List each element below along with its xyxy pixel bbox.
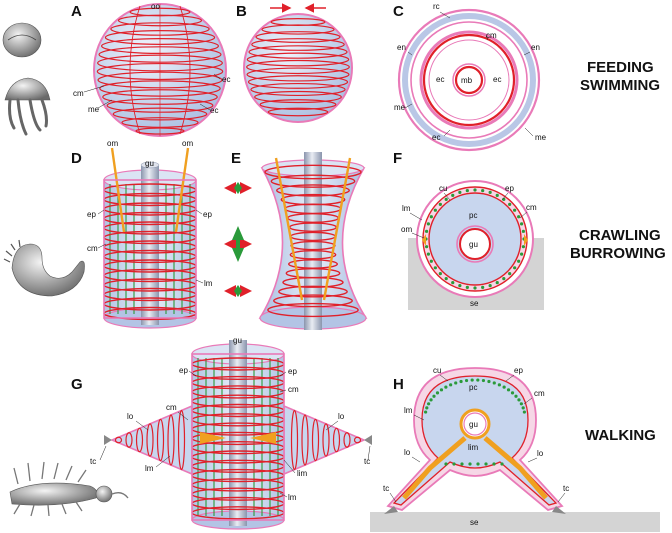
- worm-icon: [3, 239, 85, 297]
- label-d-cm: cm: [87, 244, 98, 253]
- label-c-mb: mb: [461, 76, 473, 85]
- mode-walking: WALKING: [585, 427, 656, 444]
- label-g-ep-right: ep: [288, 367, 297, 376]
- panel-h-cross-section: cu ep pc cm lm gu lo lo lim tc tc se: [370, 366, 660, 532]
- lobopodian-icon: [9, 461, 129, 517]
- label-h-lo-right: lo: [537, 449, 544, 458]
- label-f-lm: lm: [402, 204, 411, 213]
- panel-letter-h: H: [393, 376, 404, 393]
- label-g-tc-right: tc: [364, 457, 370, 466]
- label-g-lo-left: lo: [127, 412, 134, 421]
- mode-crawling: CRAWLING: [579, 227, 661, 244]
- circular-muscle-rings: [246, 18, 350, 117]
- label-c-ec-left: ec: [432, 133, 440, 142]
- label-f-om: om: [401, 225, 412, 234]
- sediment-strip: [370, 512, 660, 532]
- label-a-oo: oo: [151, 2, 160, 11]
- label-d-om-right: om: [182, 139, 193, 148]
- label-h-se: se: [470, 518, 479, 527]
- force-arrows: [224, 182, 252, 297]
- label-a-ec1: ec: [222, 75, 230, 84]
- label-h-gu: gu: [469, 420, 478, 429]
- oblique-muscle-right: [322, 157, 352, 301]
- label-c-rc: rc: [433, 2, 440, 11]
- label-c-cm: cm: [486, 31, 497, 40]
- label-a-cm: cm: [73, 89, 84, 98]
- oblique-muscle-left: [274, 157, 304, 301]
- mode-feeding: FEEDING: [587, 59, 654, 76]
- label-g-cm-left: cm: [166, 403, 177, 412]
- longitudinal-muscle-dots: [424, 188, 526, 290]
- label-d-gu: gu: [145, 159, 154, 168]
- longitudinal-muscle-dots: [424, 378, 526, 466]
- label-h-cu: cu: [433, 366, 441, 375]
- label-g-lm-bottom: lm: [288, 493, 297, 502]
- label-f-cu: cu: [439, 184, 447, 193]
- oblique-muscle-right: [174, 147, 190, 233]
- panel-e-hourglass: [224, 152, 368, 330]
- panel-letter-b: B: [236, 3, 247, 20]
- panel-b-sphere: [243, 3, 353, 123]
- label-f-pc: pc: [469, 211, 477, 220]
- lobopod-muscles: [402, 436, 548, 500]
- panel-letter-g: G: [71, 376, 83, 393]
- label-g-lo-right: lo: [338, 412, 345, 421]
- panel-c-cross-section: rc cm en en me me ec ec ec mb: [394, 2, 547, 152]
- jellyfish-icon: [2, 22, 51, 136]
- panel-letter-f: F: [393, 150, 402, 167]
- panel-letter-e: E: [231, 150, 241, 167]
- panel-d-cylinder: om om gu ep ep cm lm: [87, 139, 213, 329]
- lobopod-muscle-insertions: [200, 432, 276, 444]
- panel-letter-d: D: [71, 150, 82, 167]
- label-h-cm: cm: [534, 389, 545, 398]
- label-c-en-left: en: [397, 43, 406, 52]
- label-g-lim: lim: [297, 469, 308, 478]
- lobopod-rings: [114, 409, 362, 471]
- label-a-me: me: [88, 105, 100, 114]
- label-f-gu: gu: [469, 240, 478, 249]
- label-g-ep-left: ep: [179, 366, 188, 375]
- label-c-me-right: me: [535, 133, 547, 142]
- oblique-muscle-left: [110, 147, 126, 233]
- label-g-lm-left: lm: [145, 464, 154, 473]
- mode-swimming: SWIMMING: [580, 77, 660, 94]
- panel-letter-a: A: [71, 3, 82, 20]
- label-h-tc-left: tc: [383, 484, 389, 493]
- label-d-ep-right: ep: [203, 210, 212, 219]
- label-f-cm: cm: [526, 203, 537, 212]
- label-d-om-left: om: [107, 139, 118, 148]
- label-d-ep-left: ep: [87, 210, 96, 219]
- label-g-gu: gu: [233, 336, 242, 345]
- label-d-lm: lm: [204, 279, 213, 288]
- label-c-ec-inner-left: ec: [436, 75, 444, 84]
- mode-burrowing: BURROWING: [570, 245, 666, 262]
- label-g-cm-right: cm: [288, 385, 299, 394]
- label-h-lim: lim: [468, 443, 479, 452]
- panel-g-lobopod: gu ep ep cm cm lo lo tc tc lm lim lm: [90, 336, 372, 530]
- label-h-tc-right: tc: [563, 484, 569, 493]
- label-a-ec2: ec: [210, 106, 218, 115]
- label-h-lo-left: lo: [404, 448, 411, 457]
- panel-letter-c: C: [393, 3, 404, 20]
- label-c-en-right: en: [531, 43, 540, 52]
- label-h-lm: lm: [404, 406, 413, 415]
- label-h-pc: pc: [469, 383, 477, 392]
- label-f-ep: ep: [505, 184, 514, 193]
- label-f-se: se: [470, 299, 479, 308]
- label-c-ec-inner-right: ec: [493, 75, 501, 84]
- panel-a-sphere: oo cm me ec ec: [73, 2, 230, 137]
- label-h-ep: ep: [514, 366, 523, 375]
- panel-f-cross-section: cu ep lm cm pc om gu se: [401, 180, 544, 310]
- label-g-tc-left: tc: [90, 457, 96, 466]
- label-c-me-left: me: [394, 103, 406, 112]
